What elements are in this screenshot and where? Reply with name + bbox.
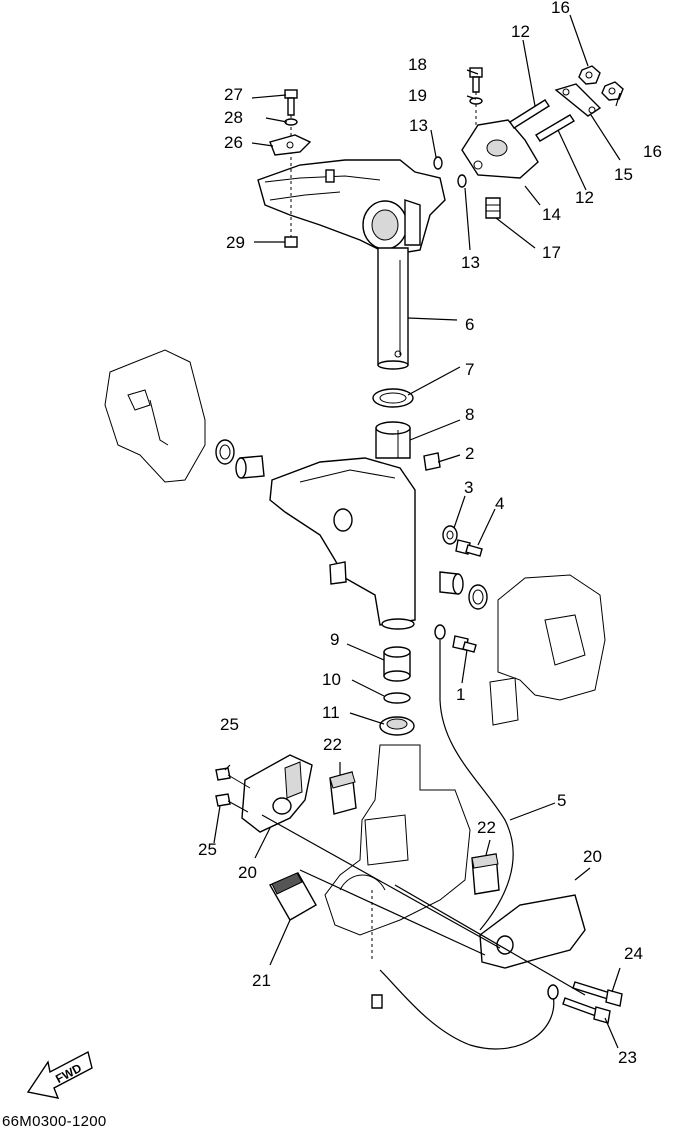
bolt-27-part xyxy=(284,89,298,240)
callout-10: 10 xyxy=(322,670,341,689)
ground-lead-lower-part xyxy=(371,969,559,1050)
bushing-left-part xyxy=(235,455,265,479)
stud-bolt-12-lower-part xyxy=(535,114,575,142)
callout-24: 24 xyxy=(624,944,643,963)
washer-13-upper-part xyxy=(433,156,443,170)
callout-2: 2 xyxy=(465,444,474,463)
callout-12-lower: 12 xyxy=(575,188,594,207)
plate-26-part xyxy=(269,134,312,156)
bolt-24-part xyxy=(572,981,623,1007)
washer-19-part xyxy=(469,97,483,105)
callout-3: 3 xyxy=(464,478,473,497)
assembly-guide-lines xyxy=(261,814,586,996)
bolt-25-lower-part xyxy=(215,793,249,813)
washer-right-part xyxy=(468,584,488,610)
lower-mount-housing-ghost xyxy=(324,744,471,960)
leader-lines xyxy=(213,14,621,1049)
ground-lead-5-part xyxy=(434,624,514,931)
callout-22-right: 22 xyxy=(477,818,496,837)
nut-29-part xyxy=(284,236,298,248)
callout-1: 1 xyxy=(456,685,465,704)
callout-22-left: 22 xyxy=(323,735,342,754)
fwd-direction-arrow-icon xyxy=(26,1050,93,1099)
bushing-3-part xyxy=(442,525,458,545)
callout-25-upper: 25 xyxy=(220,715,239,734)
callout-27: 27 xyxy=(224,85,243,104)
spacer-2-part xyxy=(423,452,441,471)
callout-20-left: 20 xyxy=(238,863,257,882)
steering-bracket-part xyxy=(257,159,446,256)
steering-shaft-part xyxy=(377,247,409,370)
bushing-9-part xyxy=(383,646,411,682)
callout-15: 15 xyxy=(614,165,633,184)
callout-14: 14 xyxy=(542,205,561,224)
callout-labels: 16 12 18 19 13 16 15 12 14 13 17 27 28 2… xyxy=(198,0,662,1067)
callout-21: 21 xyxy=(252,971,271,990)
stud-bolt-12-upper-part xyxy=(509,99,550,129)
callout-29: 29 xyxy=(226,233,245,252)
clamp-bracket-right-ghost xyxy=(489,574,606,726)
nut-16-upper-part xyxy=(578,65,601,85)
callout-25-lower: 25 xyxy=(198,840,217,859)
callout-9: 9 xyxy=(330,630,339,649)
swivel-bracket-part xyxy=(269,457,416,630)
mount-bracket-20-left-part xyxy=(241,754,313,833)
callout-26: 26 xyxy=(224,133,243,152)
nut-16-right-part xyxy=(601,81,624,101)
plate-15-part xyxy=(554,83,602,117)
bolt-1-part xyxy=(452,635,477,653)
callout-4: 4 xyxy=(495,494,504,513)
figure-code-label: 66M0300-1200 xyxy=(2,1113,107,1129)
washer-13-lower-part xyxy=(457,174,467,188)
callout-7: 7 xyxy=(465,360,474,379)
callout-11: 11 xyxy=(322,703,340,722)
mount-bracket-20-right-part xyxy=(479,894,586,969)
grease-nipple-17-part xyxy=(485,197,501,219)
bolt-23-part xyxy=(562,997,611,1024)
bushing-11-part xyxy=(379,716,415,736)
callout-6: 6 xyxy=(465,315,474,334)
washer-7-part xyxy=(372,388,414,408)
callout-5: 5 xyxy=(557,791,566,810)
clamp-bracket-left-ghost xyxy=(104,349,206,483)
callout-16-right: 16 xyxy=(643,142,662,161)
callout-8: 8 xyxy=(465,405,474,424)
callout-19: 19 xyxy=(408,86,427,105)
rubber-21-part xyxy=(269,872,317,921)
o-ring-10-part xyxy=(383,692,411,704)
bushing-right-part xyxy=(439,571,464,595)
callout-13-lower: 13 xyxy=(461,253,480,272)
callout-16-top: 16 xyxy=(551,0,570,17)
callout-17: 17 xyxy=(542,243,561,262)
callout-13-upper: 13 xyxy=(409,116,428,135)
callout-20-right: 20 xyxy=(583,847,602,866)
bolt-25-upper-part xyxy=(215,767,251,789)
callout-18: 18 xyxy=(408,55,427,74)
bushing-8-part xyxy=(375,421,411,459)
mount-rubber-22-right-part xyxy=(471,853,500,895)
bolt-4-part xyxy=(455,539,483,557)
mount-rubber-22-left-part xyxy=(329,771,357,815)
callout-28: 28 xyxy=(224,108,243,127)
callout-23: 23 xyxy=(618,1048,637,1067)
callout-12-upper: 12 xyxy=(511,22,530,41)
friction-bracket-14-part xyxy=(461,119,539,179)
washer-left-part xyxy=(215,439,235,465)
